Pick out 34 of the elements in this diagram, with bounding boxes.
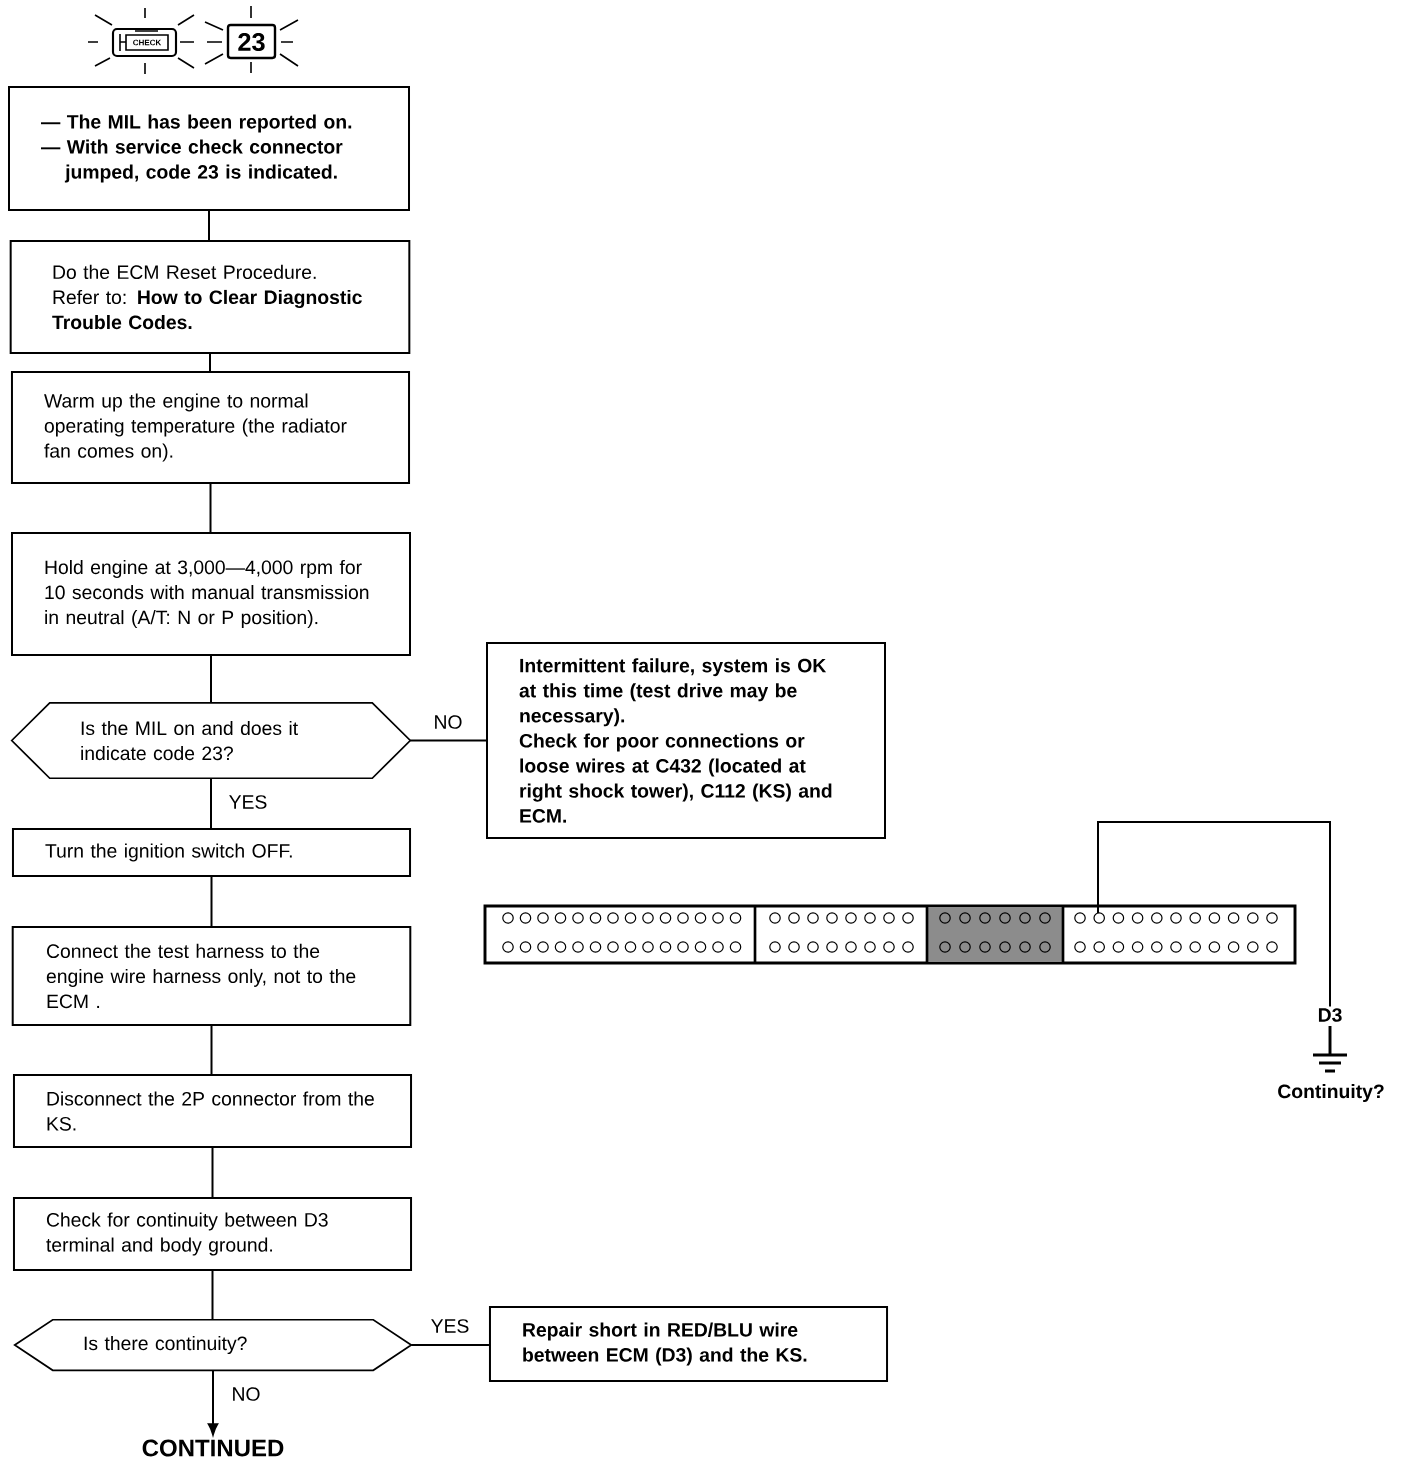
connector-line bbox=[207, 1369, 219, 1436]
connector-line bbox=[210, 655, 212, 704]
terminal-label: D3 bbox=[1318, 1008, 1342, 1022]
connector-line bbox=[210, 777, 212, 830]
connector-line bbox=[410, 1344, 490, 1346]
process-box: Connect the test harness to the engine wire harness only, not to the ECM . bbox=[11, 926, 412, 1026]
edge-label: YES bbox=[227, 793, 269, 811]
result-box: Repair short in RED/BLU wire between ECM (D3) and the KS. bbox=[488, 1306, 889, 1382]
process-box: Hold engine at 3,000—4,000 rpm for 10 seconds with manual transmission in neutral (A/T: N or P position). bbox=[11, 532, 411, 656]
continued-text: CONTINUED bbox=[142, 1439, 284, 1457]
connector-drawing bbox=[483, 904, 1297, 965]
connector-line bbox=[409, 739, 487, 742]
connector-line bbox=[209, 353, 211, 373]
edge-label: NO bbox=[432, 713, 464, 731]
connector-line bbox=[210, 1025, 213, 1075]
connector-line bbox=[211, 1270, 214, 1321]
edge-label: NO bbox=[230, 1385, 262, 1403]
connector-line bbox=[209, 482, 212, 533]
process-box: Warm up the engine to normal operating temperature (the radiator fan comes on). bbox=[10, 371, 411, 484]
process-box: — The MIL has been reported on. — With service check connector jumped, code 23 is indicated. bbox=[8, 86, 410, 211]
decision-hexagon: Is there continuity? bbox=[13, 1318, 413, 1372]
connector-line bbox=[210, 876, 213, 927]
connector-line bbox=[1097, 821, 1331, 1008]
process-box: Turn the ignition switch OFF. bbox=[11, 828, 412, 877]
process-box: Disconnect the 2P connector from the KS. bbox=[12, 1074, 413, 1148]
process-box: Do the ECM Reset Procedure. Refer to: How to Clear Diagnostic Trouble Codes. bbox=[9, 240, 411, 354]
question-label: Continuity? bbox=[1278, 1084, 1384, 1103]
process-box: Check for continuity between D3 terminal and body ground. bbox=[12, 1197, 413, 1271]
code-display: 23 bbox=[204, 5, 299, 74]
edge-label: YES bbox=[429, 1317, 471, 1335]
connector-line bbox=[208, 209, 210, 241]
decision-hexagon: Is the MIL on and does it indicate code 23? bbox=[10, 701, 412, 780]
connector-line bbox=[211, 1147, 214, 1198]
result-box: Intermittent failure, system is OK at this time (test drive may be necessary). Check for poor connections or loose wires at C432 (located at right shock tower), C112 (KS) and ECM. bbox=[486, 642, 886, 839]
